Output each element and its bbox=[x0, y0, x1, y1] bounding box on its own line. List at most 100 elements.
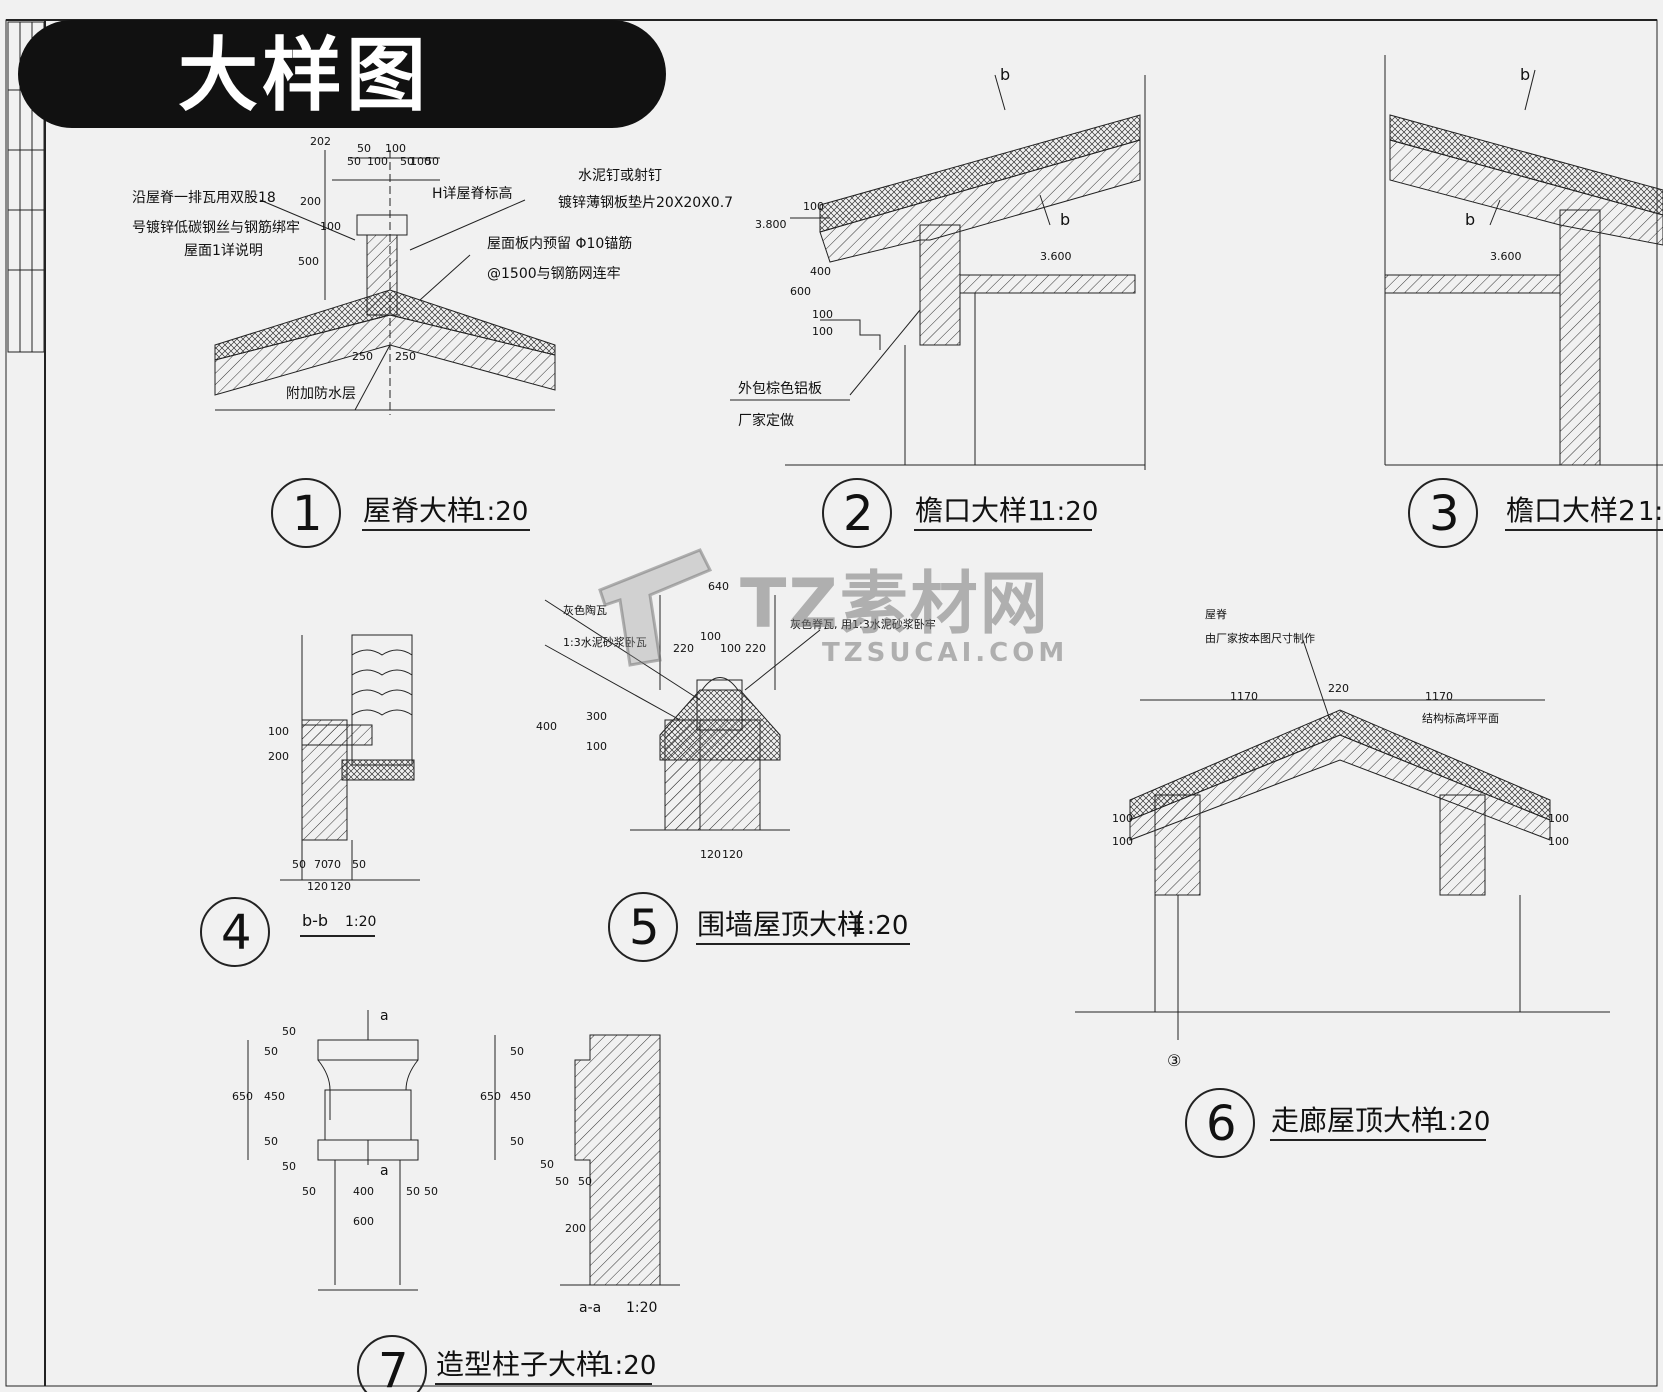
dim: 220 bbox=[1328, 682, 1349, 695]
note: 沿屋脊一排瓦用双股18 bbox=[132, 190, 276, 206]
detail-5-number: 5 bbox=[629, 900, 660, 956]
watermark-logo-icon bbox=[598, 548, 713, 667]
detail-6-scale: 1:20 bbox=[1432, 1107, 1490, 1137]
dim: 100 bbox=[812, 325, 833, 338]
detail-5-scale: 1:20 bbox=[850, 911, 908, 941]
detail-5-name: 围墙屋顶大样 bbox=[697, 908, 865, 941]
dim: 220 bbox=[745, 642, 766, 655]
detail-3-scale: 1: bbox=[1638, 497, 1663, 527]
detail-7-number: 7 bbox=[378, 1343, 409, 1392]
dim: 100 bbox=[1112, 812, 1133, 825]
note: 由厂家按本图尺寸制作 bbox=[1205, 631, 1315, 645]
detail-1-scale: 1:20 bbox=[470, 497, 528, 527]
dim: 50 bbox=[292, 858, 306, 871]
dim: 50 bbox=[510, 1135, 524, 1148]
note: 屋脊 bbox=[1205, 607, 1227, 621]
detail-2-name: 檐口大样1 bbox=[915, 494, 1045, 527]
note: H详屋脊标高 bbox=[432, 185, 513, 202]
detail-3-name: 檐口大样2 bbox=[1506, 494, 1636, 527]
dim: 120 bbox=[330, 880, 351, 893]
dim: 220 bbox=[673, 642, 694, 655]
dim: 50 bbox=[264, 1045, 278, 1058]
detail-7-column-drawing bbox=[247, 1010, 680, 1291]
cut-mark: b bbox=[1060, 210, 1070, 229]
dim: 50 bbox=[555, 1175, 569, 1188]
dim: 50 bbox=[540, 1158, 554, 1171]
dim: 600 bbox=[790, 285, 811, 298]
detail-3-number: 3 bbox=[1429, 486, 1460, 542]
detail-4-scale: 1:20 bbox=[345, 914, 376, 930]
dim: 450 bbox=[264, 1090, 285, 1103]
dim: 100 bbox=[1112, 835, 1133, 848]
dim: 50 bbox=[347, 155, 361, 168]
detail-3-title: 3 檐口大样2 1: bbox=[1408, 478, 1663, 548]
detail-2-eave-drawing bbox=[730, 74, 1146, 470]
cut-mark: b bbox=[1000, 65, 1010, 84]
detail-1-notes: 沿屋脊一排瓦用双股18 号镀锌低碳钢丝与钢筋绑牢 屋面1详说明 H详屋脊标高 水… bbox=[132, 168, 733, 402]
detail-7-title: 7 造型柱子大样 1:20 bbox=[357, 1335, 656, 1392]
dim: 1170 bbox=[1425, 690, 1453, 703]
detail-5-wall-top-drawing bbox=[544, 595, 821, 831]
watermark-brand: TZ素材网 bbox=[740, 565, 1050, 644]
note: 结构标高坪平面 bbox=[1422, 711, 1499, 725]
detail-7-name: 造型柱子大样 bbox=[436, 1348, 604, 1381]
note: 屋面1详说明 bbox=[184, 243, 263, 259]
dim: 250 bbox=[352, 350, 373, 363]
note: 灰色陶瓦 bbox=[563, 603, 607, 617]
dim: 450 bbox=[510, 1090, 531, 1103]
detail-7-notes: a a a-a 1:20 50 50 450 50 650 50 50 400 … bbox=[232, 1008, 657, 1316]
dim: 100 bbox=[367, 155, 388, 168]
dim: 50 bbox=[425, 155, 439, 168]
note: @1500与钢筋网连牢 bbox=[487, 265, 621, 282]
dim: 50 bbox=[352, 858, 366, 871]
dim: 100 bbox=[1548, 812, 1569, 825]
dim: 500 bbox=[298, 255, 319, 268]
note: 水泥钉或射钉 bbox=[578, 168, 662, 184]
dim: 50 bbox=[424, 1185, 438, 1198]
note: 附加防水层 bbox=[286, 386, 356, 402]
detail-6-number: 6 bbox=[1206, 1096, 1237, 1152]
dim: 100 bbox=[803, 200, 824, 213]
banner: 大样图 bbox=[18, 20, 666, 128]
dim: 100 bbox=[320, 220, 341, 233]
dim: 202 bbox=[310, 135, 331, 148]
dim: 120 bbox=[700, 848, 721, 861]
dim: 50 bbox=[510, 1045, 524, 1058]
detail-2-scale: 1:20 bbox=[1040, 497, 1098, 527]
axis-marker: ③ bbox=[1167, 1051, 1181, 1070]
dim: 100 bbox=[410, 155, 431, 168]
detail-2-notes: 外包棕色铝板 厂家定做 3.800 3.600 100 400 600 100 … bbox=[738, 65, 1072, 429]
dim: 640 bbox=[708, 580, 729, 593]
dim: 50 bbox=[264, 1135, 278, 1148]
dim: 120 bbox=[307, 880, 328, 893]
dim: 70 bbox=[327, 858, 341, 871]
section-mark: a bbox=[380, 1163, 389, 1179]
dim: 50 bbox=[302, 1185, 316, 1198]
dim: 1170 bbox=[1230, 690, 1258, 703]
watermark-site: TZSUCAI.COM bbox=[822, 638, 1069, 668]
detail-3-eave-drawing bbox=[1384, 55, 1663, 466]
dim: 400 bbox=[536, 720, 557, 733]
detail-1-ridge-drawing bbox=[214, 150, 556, 415]
dim: 200 bbox=[268, 750, 289, 763]
detail-4-section-drawing bbox=[280, 634, 420, 881]
dim: 100 bbox=[1548, 835, 1569, 848]
dim: 70 bbox=[314, 858, 328, 871]
detail-2-title: 2 檐口大样1 1:20 bbox=[822, 478, 1098, 548]
dim: 3.600 bbox=[1040, 250, 1072, 263]
note: 屋面板内预留 Φ10锚筋 bbox=[487, 235, 632, 252]
dim: 50 bbox=[578, 1175, 592, 1188]
dim: 650 bbox=[480, 1090, 501, 1103]
dim: 200 bbox=[300, 195, 321, 208]
detail-3-notes: 3.600 b b bbox=[1465, 65, 1530, 263]
dim: 100 bbox=[586, 740, 607, 753]
detail-1-dimensions: 202 50 100 50 100 50 100 50 200 100 500 … bbox=[298, 135, 439, 363]
detail-4-dimensions: 100 200 50 70 70 50 120 120 bbox=[268, 725, 366, 893]
dim: 200 bbox=[565, 1222, 586, 1235]
detail-4-title: 4 b-b 1:20 bbox=[200, 897, 376, 967]
dim: 100 bbox=[720, 642, 741, 655]
dim: 100 bbox=[385, 142, 406, 155]
dim: 50 bbox=[406, 1185, 420, 1198]
watermark: TZ素材网 TZSUCAI.COM bbox=[590, 540, 1090, 670]
